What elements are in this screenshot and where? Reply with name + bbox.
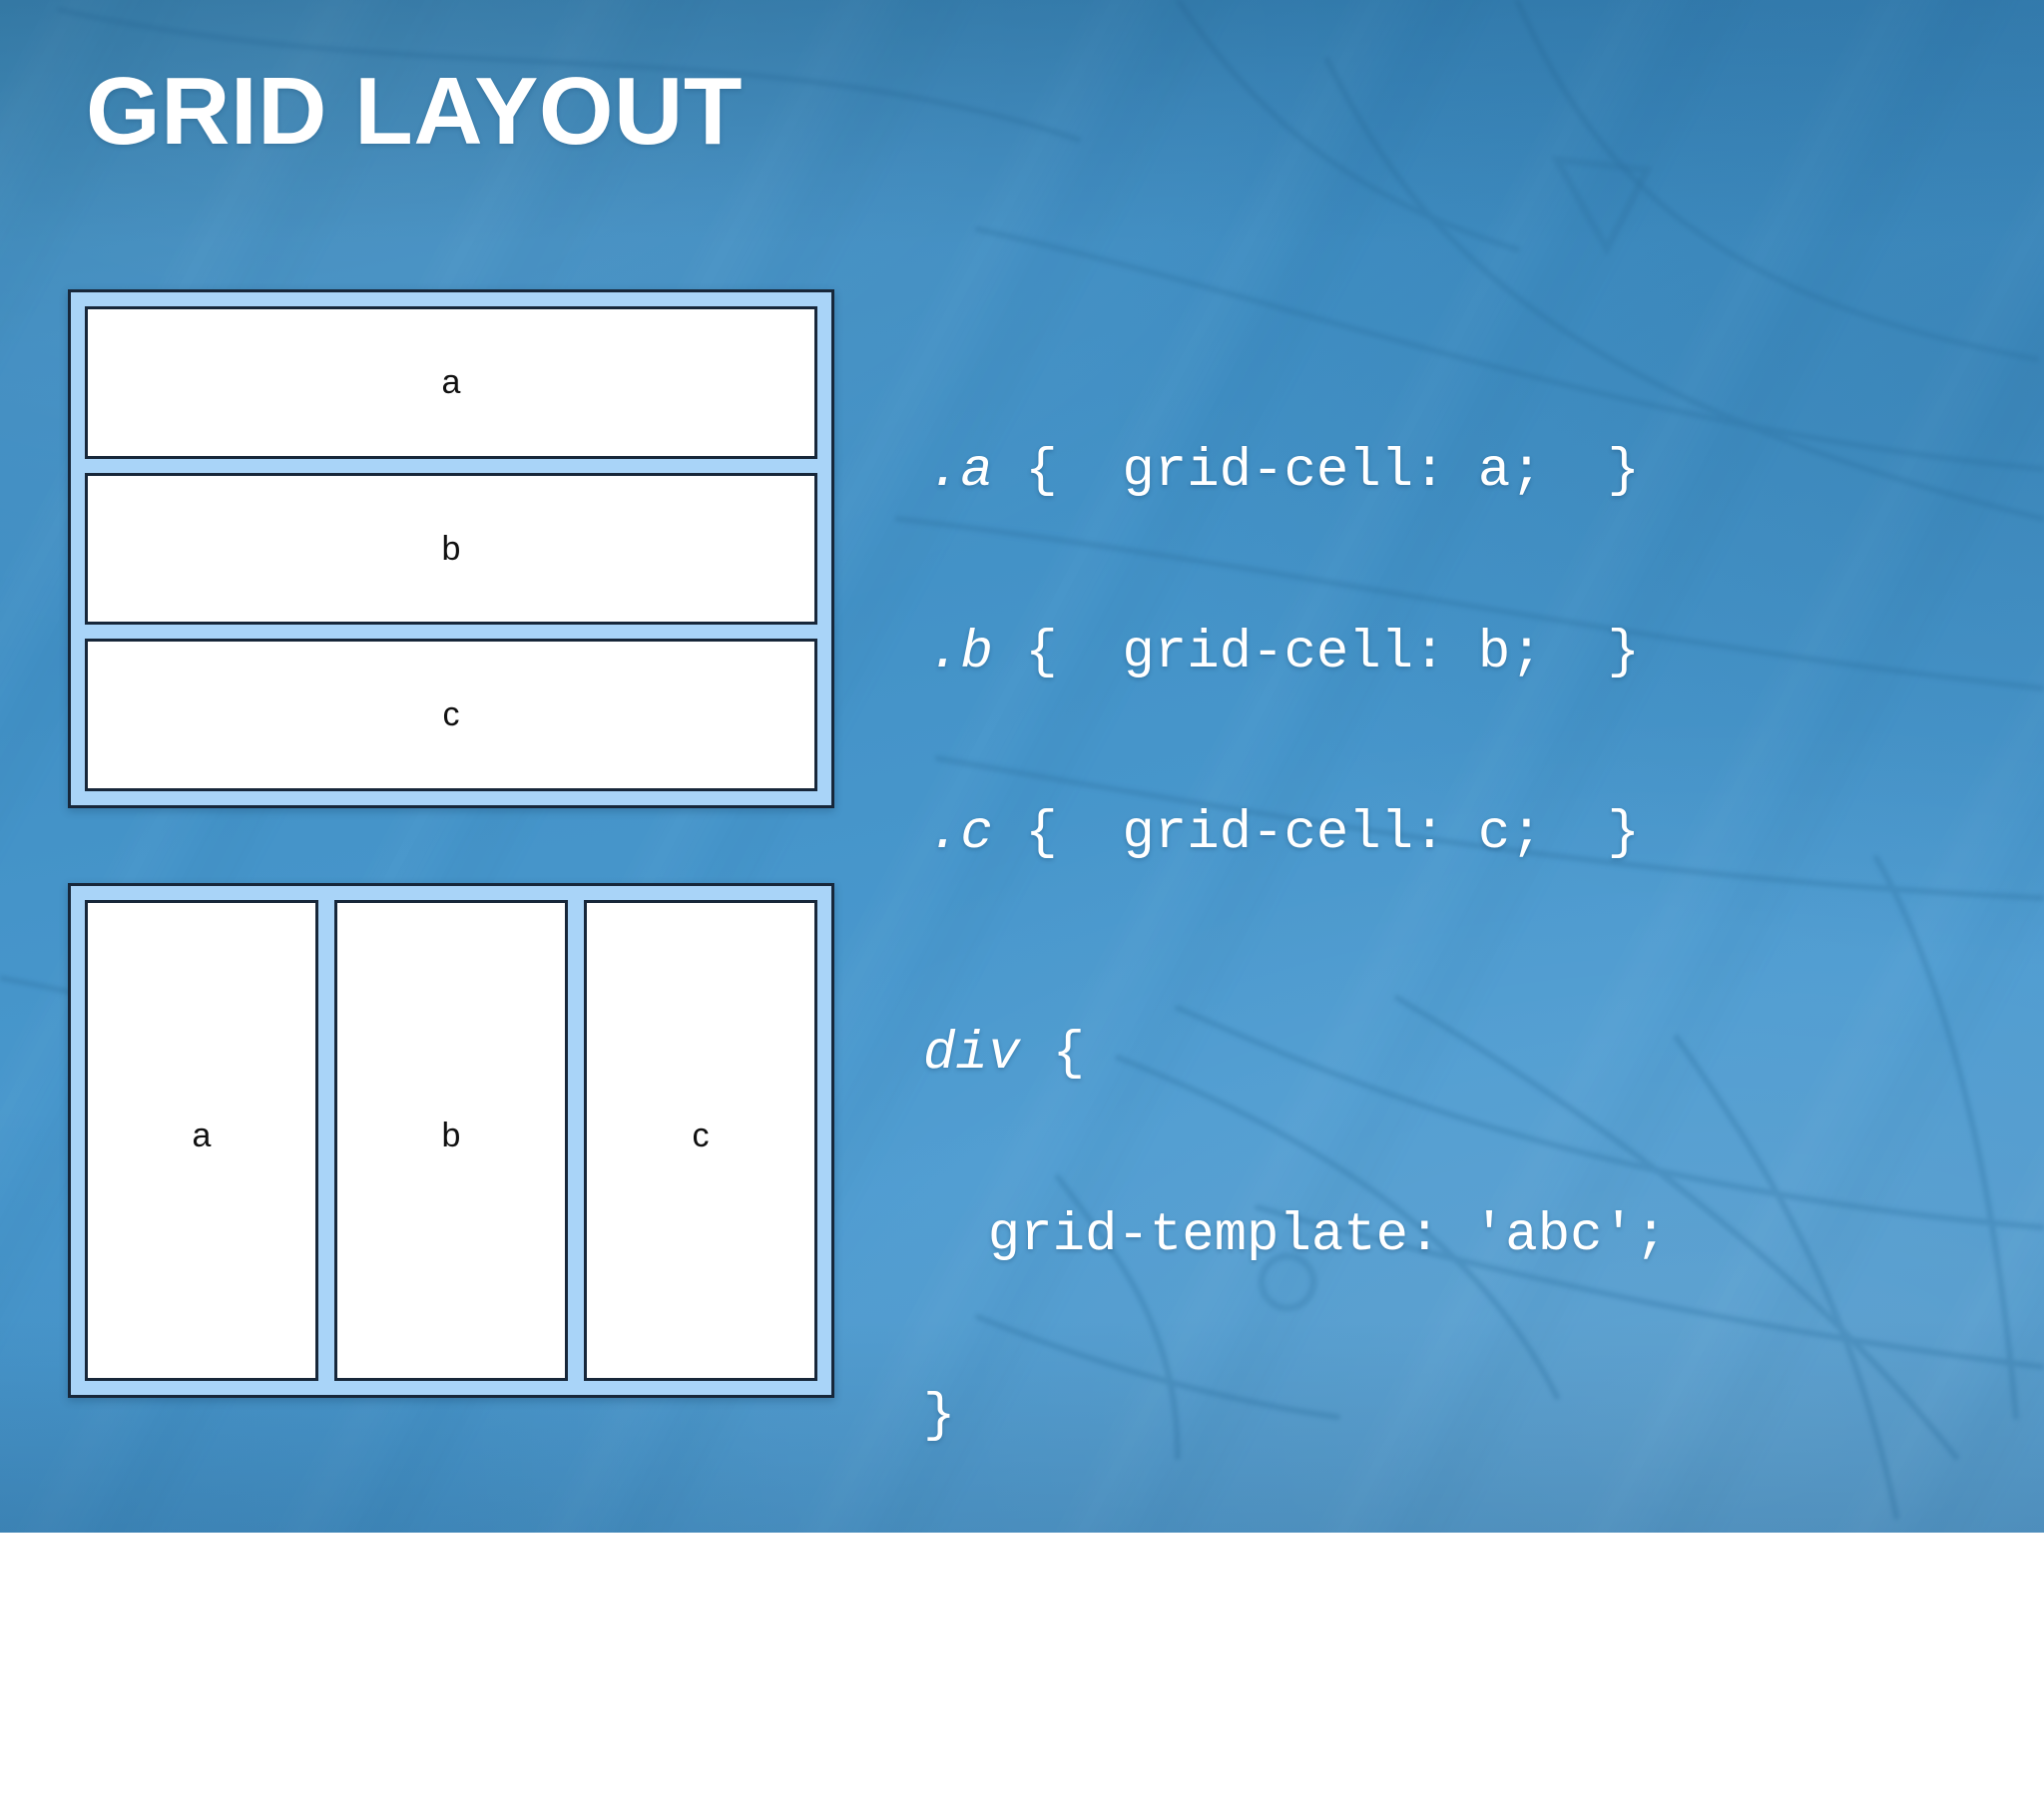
css-declaration: { grid-cell: a; }	[992, 441, 1640, 503]
stacked-rows-grid: a b c	[68, 289, 834, 808]
slide-canvas: GRID LAYOUT a b c a b c .a { grid-cell: …	[0, 0, 2044, 1533]
grid-column-c: c	[584, 900, 817, 1381]
css-selector: .c	[928, 803, 993, 865]
code-line: .a { grid-cell: a; }	[928, 438, 1640, 506]
css-declaration: }	[923, 1386, 956, 1448]
side-by-side-columns-grid: a b c	[68, 883, 834, 1398]
code-line: .c { grid-cell: c; }	[928, 800, 1640, 868]
css-selector: .b	[928, 622, 993, 683]
code-line: }	[923, 1383, 1667, 1451]
grid-column-b: b	[334, 900, 568, 1381]
css-declaration: { grid-cell: c; }	[992, 803, 1640, 865]
code-line: div {	[923, 1021, 1667, 1089]
code-line: grid-template: 'abc';	[923, 1202, 1668, 1270]
css-declaration: {	[1020, 1024, 1086, 1086]
css-selector: .a	[928, 441, 993, 503]
grid-cell-a: a	[85, 306, 817, 459]
code-snippet-grid-cell: .a { grid-cell: a; } .b { grid-cell: b; …	[928, 325, 1640, 982]
code-snippet-grid-template: div { grid-template: 'abc'; }	[923, 908, 1667, 1533]
page-title: GRID LAYOUT	[86, 58, 743, 165]
code-line: .b { grid-cell: b; }	[928, 620, 1640, 687]
css-declaration: grid-template: 'abc';	[923, 1204, 1668, 1266]
grid-column-a: a	[85, 900, 318, 1381]
css-declaration: { grid-cell: b; }	[992, 622, 1640, 683]
css-selector: div	[923, 1024, 1021, 1086]
grid-cell-c: c	[85, 639, 817, 792]
bottom-white-band	[0, 1533, 2044, 1803]
grid-cell-b: b	[85, 472, 817, 626]
